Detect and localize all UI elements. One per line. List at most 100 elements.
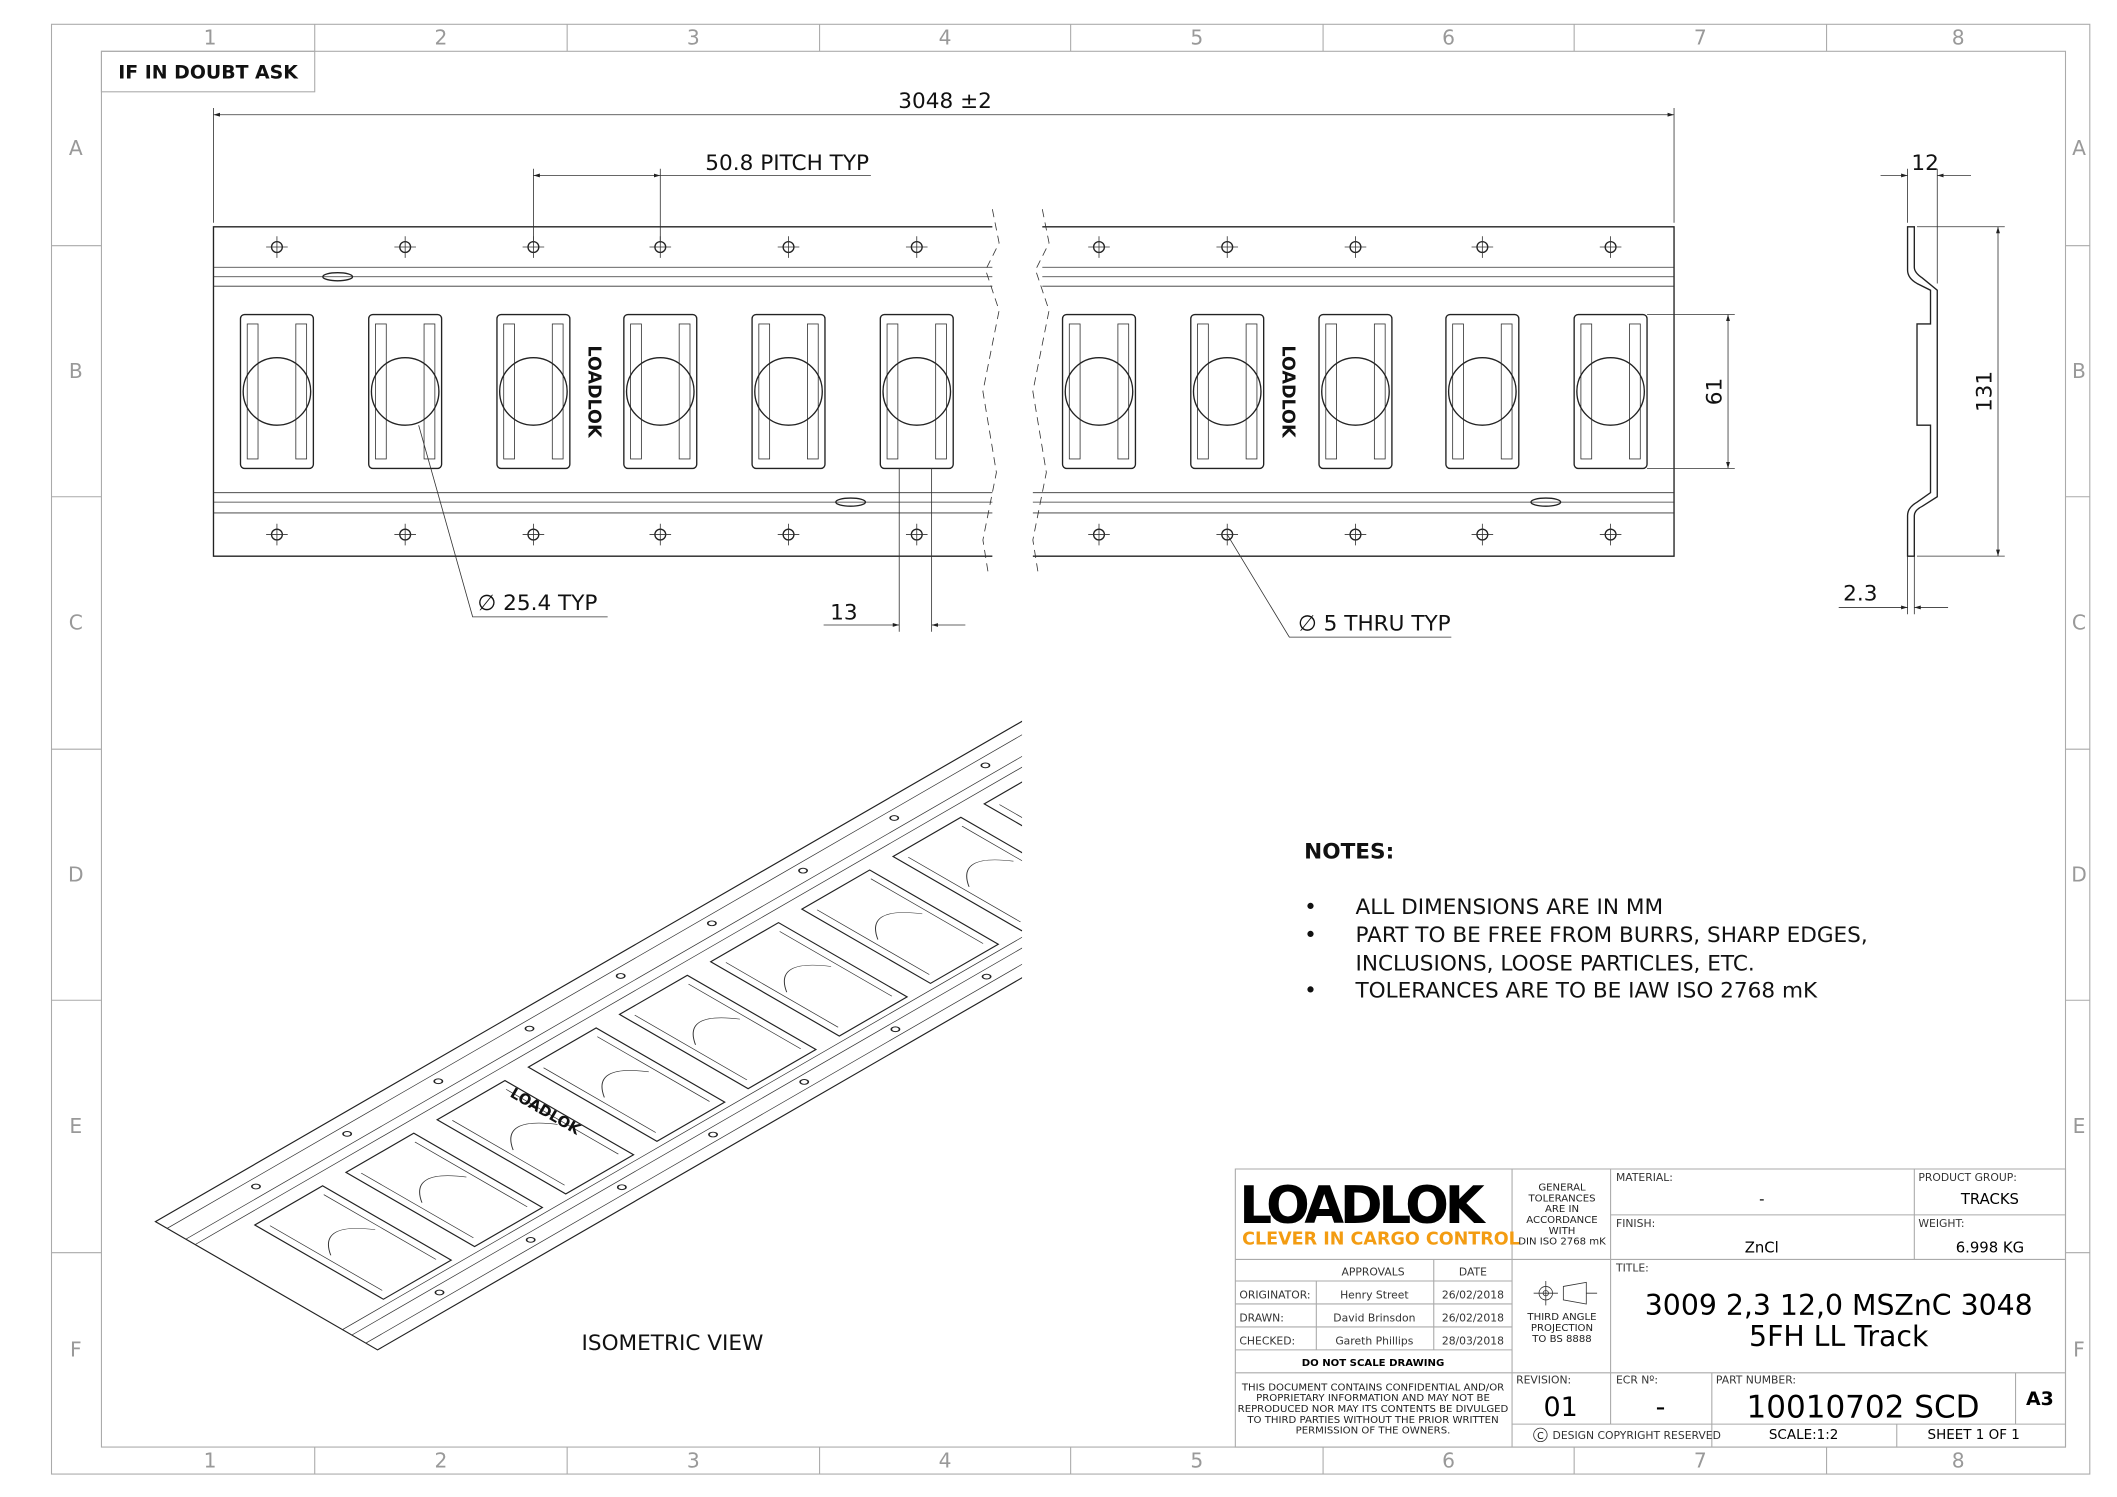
title-block: LOADLOK CLEVER IN CARGO CONTROL GENERAL …: [1234, 1168, 2067, 1448]
third-angle-projection-icon: [1533, 1281, 1598, 1306]
isometric-view: LOADLOK: [154, 659, 1363, 1351]
centerline-mark: [1599, 523, 1622, 546]
iso-slot: [1075, 712, 1271, 825]
note-item: TOLERANCES ARE TO BE IAW ISO 2768 mK: [1354, 979, 1818, 1004]
iso-slot: [253, 1185, 453, 1300]
logo: LOADLOK: [1239, 1176, 1486, 1236]
overall-length-dim: 3048 ±2: [898, 89, 992, 114]
iso-hole: [251, 1183, 261, 1190]
iso-hole: [524, 1025, 535, 1032]
iso-slot: [435, 1079, 635, 1195]
tolerance-text: TOLERANCES: [1527, 1193, 1595, 1204]
zone-row-label: B: [69, 359, 83, 383]
dimensions-front: 3048 ±2 50.8 PITCH TYP 61 ∅ 25.4 TYP 13 …: [213, 89, 1735, 638]
drawing-title-line1: 3009 2,3 12,0 MSZnC 3048: [1645, 1289, 2033, 1322]
material-label: MATERIAL:: [1616, 1171, 1673, 1184]
iso-hole: [889, 815, 900, 821]
zone-row-label: A: [69, 136, 83, 160]
approval-date: 26/02/2018: [1442, 1289, 1504, 1302]
projection-text: PROJECTION: [1531, 1323, 1593, 1334]
iso-hole: [1072, 921, 1084, 928]
zone-column-label: 2: [434, 1448, 447, 1472]
centerline-mark: [1216, 236, 1239, 258]
slot: [239, 313, 315, 470]
iso-hole: [615, 973, 626, 979]
slot: [1318, 313, 1393, 470]
slot: [1445, 313, 1520, 470]
centerline-mark: [905, 236, 928, 258]
zone-row-label: A: [2072, 136, 2086, 160]
sheet-number: SHEET 1 OF 1: [1928, 1427, 2020, 1443]
web-dim: 13: [830, 601, 857, 626]
zone-column-label: 6: [1442, 1448, 1455, 1472]
projection-text: TO BS 8888: [1531, 1334, 1591, 1345]
confidential-text: PROPRIETARY INFORMATION AND MAY NOT BE: [1256, 1393, 1490, 1404]
zone-row-label: D: [68, 862, 84, 886]
iso-slot: [983, 764, 1023, 879]
rivet-slot: [322, 271, 354, 282]
centerline-mark: [394, 523, 416, 546]
iso-hole: [1254, 815, 1266, 822]
zone-column-label: 5: [1190, 1448, 1203, 1472]
zone-column-label: 2: [434, 26, 447, 50]
side-view: 12 131 2.3: [1838, 151, 2005, 615]
iso-hole: [708, 1131, 719, 1138]
zone-column-label: 8: [1952, 1448, 1965, 1472]
slot: [751, 313, 826, 470]
part-number: 10010702 SCD: [1746, 1389, 1979, 1425]
zone-row-label: F: [70, 1338, 82, 1362]
revision-value: 01: [1543, 1392, 1577, 1423]
iso-hole: [1345, 763, 1357, 770]
centerline-mark: [394, 236, 416, 258]
note-item: ALL DIMENSIONS ARE IN MM: [1355, 895, 1663, 920]
do-not-scale: DO NOT SCALE DRAWING: [1302, 1358, 1445, 1369]
brand-mark: LOADLOK: [1278, 345, 1298, 439]
iso-hole: [525, 1236, 536, 1243]
finish-value: ZnCl: [1745, 1240, 1779, 1257]
zone-column-label: 6: [1442, 26, 1455, 50]
iso-hole: [890, 1026, 901, 1033]
centerline-mark: [1216, 523, 1239, 546]
thickness-dim: 2.3: [1843, 582, 1877, 607]
finish-label: FINISH:: [1616, 1217, 1655, 1230]
zone-row-label: D: [2071, 862, 2087, 886]
iso-slot: [709, 921, 909, 1037]
zone-row-label: F: [2073, 1338, 2085, 1362]
iso-hole: [434, 1289, 445, 1296]
zone-row-label: B: [2072, 359, 2086, 383]
iso-hole: [342, 1131, 353, 1137]
approvals-header: APPROVALS: [1341, 1266, 1404, 1279]
title-label: TITLE:: [1615, 1262, 1649, 1275]
zone-column-label: 1: [204, 26, 217, 50]
iso-slot: [1167, 659, 1363, 772]
tolerance-text: DIN ISO 2768 mK: [1518, 1237, 1606, 1248]
rivet-slot: [1530, 497, 1562, 507]
copyright-icon: C: [1537, 1431, 1544, 1442]
approval-name: Gareth Phillips: [1335, 1334, 1413, 1347]
zone-column-label: 3: [687, 1448, 700, 1472]
isometric-label: ISOMETRIC VIEW: [582, 1331, 764, 1356]
iso-slot: [800, 869, 1000, 985]
confidential-text: THIS DOCUMENT CONTAINS CONFIDENTIAL AND/…: [1241, 1382, 1504, 1393]
pitch-dim: 50.8 PITCH TYP: [705, 151, 869, 176]
sheet-size: A3: [2026, 1388, 2054, 1410]
centerline-mark: [777, 236, 800, 258]
logo-slogan: CLEVER IN CARGO CONTROL: [1242, 1230, 1520, 1250]
slot: [496, 313, 571, 470]
approval-role: CHECKED:: [1239, 1334, 1295, 1347]
rivet-slot: [835, 497, 867, 507]
zone-column-label: 4: [939, 1448, 952, 1472]
tolerance-text: ACCORDANCE: [1526, 1215, 1597, 1226]
drawing-title-line2: 5FH LL Track: [1749, 1320, 1929, 1353]
iso-hole: [1071, 709, 1083, 716]
centerline-mark: [905, 523, 928, 546]
zone-column-label: 7: [1694, 26, 1707, 50]
doubt-box: IF IN DOUBT ASK: [100, 50, 316, 93]
centerline-mark: [266, 523, 288, 546]
iso-hole: [981, 973, 992, 980]
notes: NOTES: • ALL DIMENSIONS ARE IN MM • PART…: [1304, 840, 1868, 1004]
centerline-mark: [649, 523, 672, 546]
note-item: PART TO BE FREE FROM BURRS, SHARP EDGES,: [1355, 923, 1867, 948]
note-item: INCLUSIONS, LOOSE PARTICLES, ETC.: [1355, 952, 1754, 977]
